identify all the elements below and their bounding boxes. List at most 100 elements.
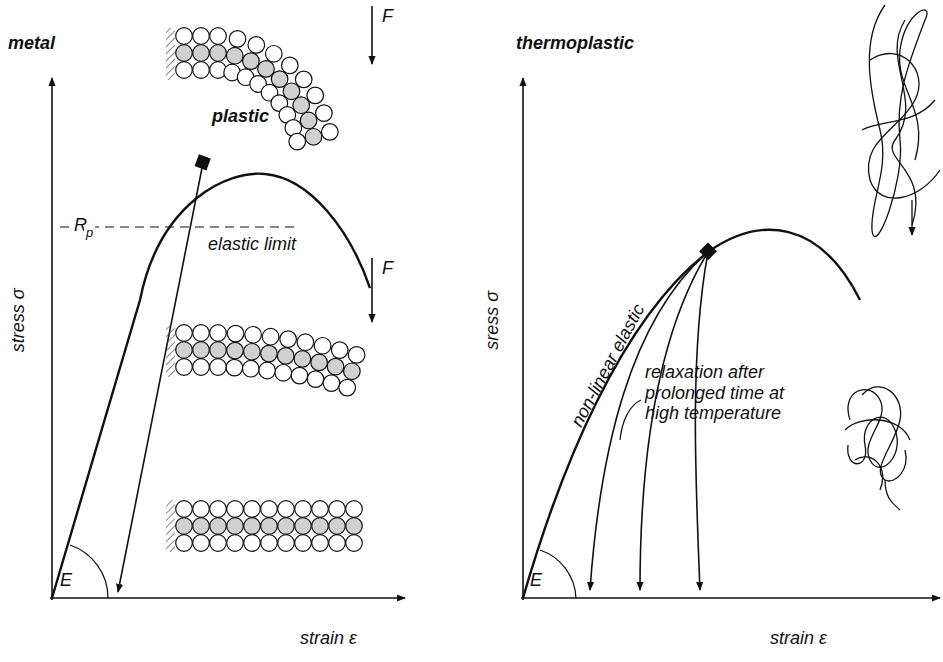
atom-lattices <box>176 28 365 552</box>
region-label: plastic <box>212 106 269 127</box>
atom <box>244 535 261 552</box>
atom <box>210 45 227 62</box>
axis-title: strain ε <box>300 628 357 649</box>
atom <box>245 327 262 344</box>
atom <box>244 518 261 535</box>
atom <box>229 31 246 48</box>
polymer-stretched <box>862 5 940 237</box>
x-axis <box>521 597 940 599</box>
atom <box>322 124 339 141</box>
unload-line <box>118 163 203 592</box>
atom <box>244 501 261 518</box>
atom <box>227 518 244 535</box>
marker <box>196 155 210 169</box>
atom <box>316 105 333 122</box>
atom <box>227 342 244 359</box>
chart-title: metal <box>8 33 55 54</box>
atom <box>348 347 365 364</box>
atom <box>176 359 193 376</box>
wall <box>166 500 175 552</box>
atom <box>291 367 308 384</box>
atom <box>262 328 279 345</box>
atom <box>339 379 356 396</box>
atom <box>327 358 344 375</box>
atom <box>280 331 297 348</box>
atom <box>314 338 331 355</box>
modulus-arc <box>70 545 108 598</box>
atom <box>282 57 299 74</box>
atom <box>227 47 244 64</box>
atom <box>193 501 210 518</box>
atom <box>329 518 346 535</box>
atom <box>293 97 310 114</box>
atom <box>311 354 328 371</box>
atom <box>193 325 210 342</box>
atom <box>210 325 227 342</box>
atom <box>278 535 295 552</box>
atom <box>227 535 244 552</box>
atom <box>312 501 329 518</box>
atom <box>176 501 193 518</box>
stress-strain-curve <box>52 174 370 598</box>
atom <box>312 535 329 552</box>
atom <box>210 28 227 45</box>
atom <box>266 46 283 63</box>
atom <box>278 501 295 518</box>
atom <box>193 359 210 376</box>
marker <box>700 244 716 260</box>
y-axis <box>522 78 524 600</box>
atom <box>300 112 317 129</box>
atom <box>243 53 260 70</box>
atom <box>307 371 324 388</box>
atom <box>226 359 243 376</box>
atom <box>193 518 210 535</box>
note: relaxation after prolonged time at high … <box>645 362 815 424</box>
atom <box>329 535 346 552</box>
symbol-subscript: p <box>84 226 95 241</box>
stress-strain-curve <box>523 230 860 598</box>
wall <box>166 28 175 80</box>
atom <box>176 342 193 359</box>
atom <box>323 375 340 392</box>
atom <box>248 37 265 54</box>
chart-title: thermoplastic <box>516 33 634 54</box>
force-label: F <box>382 6 393 27</box>
modulus-label: E <box>60 570 72 591</box>
atom <box>176 325 193 342</box>
leader-line <box>620 400 641 440</box>
atom <box>210 535 227 552</box>
atom <box>346 501 363 518</box>
atom <box>210 342 227 359</box>
modulus-arc <box>540 550 576 598</box>
atom <box>305 129 322 146</box>
atom <box>307 87 324 104</box>
atom <box>210 501 227 518</box>
atom <box>289 133 306 150</box>
x-axis <box>50 597 405 599</box>
wall <box>166 325 175 377</box>
atom <box>312 518 329 535</box>
atom <box>176 62 193 79</box>
atom <box>278 518 295 535</box>
y-axis <box>51 78 53 600</box>
atom <box>294 351 311 368</box>
atom <box>295 501 312 518</box>
axis-title: sress σ <box>482 291 503 350</box>
force-arrow <box>371 258 373 322</box>
atom <box>210 518 227 535</box>
polymer-coiled <box>845 387 910 510</box>
atom <box>193 28 210 45</box>
region-label: elastic limit <box>206 234 298 255</box>
atom <box>261 345 278 362</box>
force-arrow <box>371 6 373 64</box>
atom <box>176 45 193 62</box>
atom <box>258 61 275 78</box>
atom <box>261 501 278 518</box>
atom <box>227 325 244 342</box>
modulus-label: E <box>530 570 542 591</box>
atom <box>331 342 348 359</box>
atom <box>295 535 312 552</box>
atom <box>193 45 210 62</box>
